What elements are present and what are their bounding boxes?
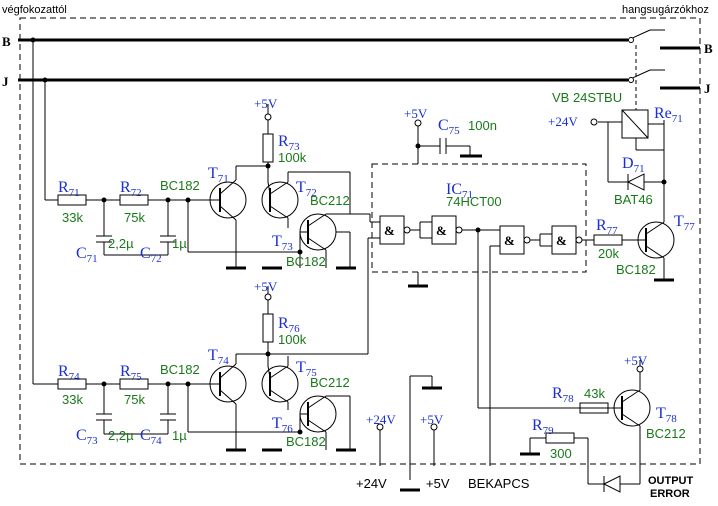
board-outline xyxy=(19,17,701,465)
d71-label: D71 xyxy=(622,155,645,175)
c72-value: 1µ xyxy=(172,236,187,251)
t76-part: BC182 xyxy=(286,434,326,449)
label-to-speakers: hangsugárzókhoz xyxy=(622,4,709,16)
c73-value: 2,2µ xyxy=(108,428,134,443)
c74-value: 1µ xyxy=(172,428,187,443)
c71-value: 2,2µ xyxy=(108,236,134,251)
supply-5v-t78: +5V xyxy=(624,353,648,368)
r72-label: R72 xyxy=(120,179,142,199)
t71-part: BC182 xyxy=(160,178,200,193)
supply-5v-1: +5V xyxy=(254,96,278,111)
c75-value: 100n xyxy=(468,118,497,133)
t77-label: T77 xyxy=(674,213,695,233)
r71-label: R71 xyxy=(58,179,80,199)
r75-value: 75k xyxy=(124,392,145,407)
r78-label: R78 xyxy=(552,385,574,405)
relay-name: Re71 xyxy=(654,105,683,125)
term-5v-top: +5V xyxy=(420,412,444,427)
c72-label: C72 xyxy=(140,245,162,265)
t76-label: T76 xyxy=(272,415,293,435)
t71-label: T71 xyxy=(208,165,229,185)
t78-part: BC212 xyxy=(646,426,686,441)
c75-label: C75 xyxy=(438,117,460,137)
t73-label: T73 xyxy=(272,233,293,253)
relay-type: VB 24STBU xyxy=(552,90,622,105)
r74-label: R74 xyxy=(58,363,80,383)
d71-part: BAT46 xyxy=(614,192,653,207)
t73-part: BC182 xyxy=(286,254,326,269)
r73-value: 100k xyxy=(278,150,307,165)
supply-5v-2: +5V xyxy=(254,279,278,294)
r77-label: R77 xyxy=(596,217,618,237)
supply-5v-ic: +5V xyxy=(404,106,428,121)
rail-j-out-label: J xyxy=(704,81,711,96)
c74-label: C74 xyxy=(140,427,162,447)
rail-j-in-label: J xyxy=(2,74,9,89)
term-error: ERROR xyxy=(650,488,690,500)
r71-value: 33k xyxy=(62,210,83,225)
gate-3: & xyxy=(504,233,515,248)
r75-label: R75 xyxy=(120,363,142,383)
r76-value: 100k xyxy=(278,332,307,347)
r78-value: 43k xyxy=(584,386,605,401)
r77-value: 20k xyxy=(598,246,619,261)
r73-label: R73 xyxy=(278,133,300,153)
t75-part: BC212 xyxy=(310,375,350,390)
r79-value: 300 xyxy=(550,446,572,461)
t75-label: T75 xyxy=(296,359,317,379)
t72-label: T72 xyxy=(296,179,317,199)
term-output: OUTPUT xyxy=(648,475,694,487)
c73-label: C73 xyxy=(76,427,98,447)
rail-b-out-label: B xyxy=(704,41,713,56)
t77-part: BC182 xyxy=(616,262,656,277)
t78-label: T78 xyxy=(656,405,677,425)
rail-b-in-label: B xyxy=(2,34,11,49)
ic-name: IC71 xyxy=(446,181,473,201)
term-bekapcs: BEKAPCS xyxy=(468,476,530,491)
ic-outline xyxy=(371,163,587,273)
term-24v: +24V xyxy=(356,476,387,491)
ic-part: 74HCT00 xyxy=(446,194,502,209)
r79-label: R79 xyxy=(532,417,554,437)
label-from-amp: végfokozattól xyxy=(2,4,67,16)
term-24v-top: +24V xyxy=(366,412,396,427)
term-5v: +5V xyxy=(426,476,450,491)
r72-value: 75k xyxy=(124,210,145,225)
t72-part: BC212 xyxy=(310,193,350,208)
t74-part: BC182 xyxy=(160,362,200,377)
r74-value: 33k xyxy=(62,392,83,407)
r76-label: R76 xyxy=(278,315,300,335)
t74-label: T74 xyxy=(208,347,229,367)
gate-1: & xyxy=(384,223,395,238)
supply-24v-relay: +24V xyxy=(548,114,578,129)
c71-label: C71 xyxy=(76,245,98,265)
gate-4: & xyxy=(556,233,567,248)
gate-2: & xyxy=(436,223,447,238)
